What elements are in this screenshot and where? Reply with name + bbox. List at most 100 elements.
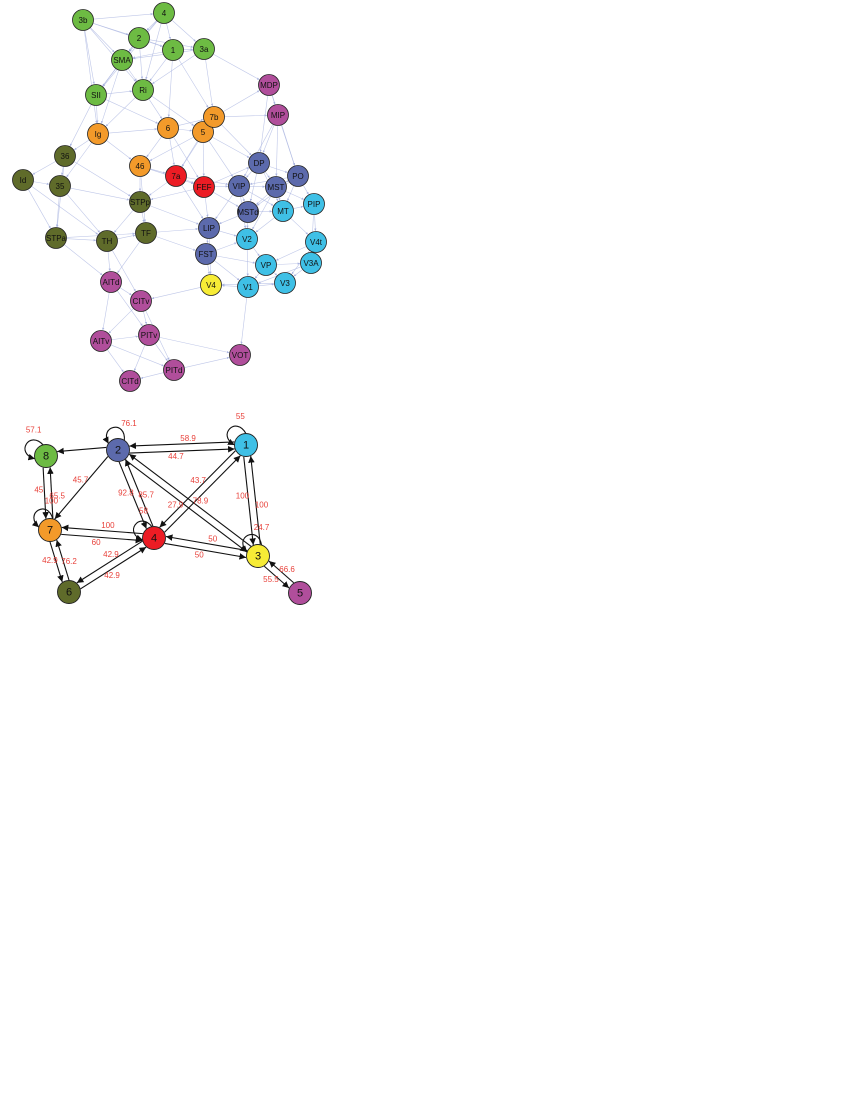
network-node-mst: MST — [265, 176, 287, 198]
network-node-ig: Ig — [87, 123, 109, 145]
network-edge — [55, 196, 60, 228]
network-edge — [245, 171, 253, 178]
network-edge — [133, 345, 146, 371]
network-node-label: 36 — [61, 152, 70, 161]
network-node-circle — [54, 145, 76, 167]
network-edge — [244, 124, 273, 177]
network-node-label: 35 — [56, 182, 65, 191]
network-edge — [146, 20, 157, 31]
network-edge — [28, 189, 51, 229]
self-loop-7 — [31, 508, 54, 528]
network-node-aitd: AITd — [100, 271, 122, 293]
module-edge-2-to-4 — [118, 461, 147, 529]
network-edge — [166, 23, 171, 40]
module-edge-3-to-5 — [263, 565, 290, 589]
network-node-circle — [305, 231, 327, 253]
network-edge — [69, 104, 92, 147]
network-node-label: PIP — [308, 200, 321, 209]
network-node-th: TH — [96, 230, 118, 252]
network-edge — [293, 269, 303, 277]
network-node-label: STPa — [46, 234, 67, 243]
edge-weight-label: 58.9 — [180, 434, 196, 443]
network-node-3b: 3b — [72, 9, 94, 31]
network-node-circle — [258, 74, 280, 96]
network-edge — [159, 337, 230, 354]
network-node-label: Id — [20, 176, 27, 185]
module-edge-2-to-8 — [57, 446, 107, 455]
edge-weight-label: 100 — [255, 501, 269, 510]
network-node-label: V3A — [303, 259, 319, 268]
network-node-1: 1 — [162, 39, 184, 61]
network-edge — [149, 41, 163, 47]
network-edge — [112, 250, 136, 292]
network-node-label: PO — [292, 172, 304, 181]
network-node-circle — [237, 201, 259, 223]
network-edge — [208, 140, 234, 178]
edge-weight-label: 27.9 — [168, 500, 184, 509]
network-node-circle — [248, 152, 270, 174]
network-edge — [216, 255, 256, 264]
network-node-sii: SII — [85, 84, 107, 106]
edge-weight-label: 78.9 — [193, 497, 209, 506]
network-edge — [216, 242, 237, 251]
network-node-stpp: STPp — [129, 191, 151, 213]
self-loop-weight-label: 24.7 — [254, 523, 270, 532]
network-node-v3a: V3A — [300, 252, 322, 274]
network-edge — [31, 186, 99, 235]
network-node-circle — [300, 252, 322, 274]
network-edge — [253, 247, 260, 257]
network-edge — [150, 189, 194, 201]
network-edge — [181, 141, 198, 167]
network-edge — [254, 273, 260, 279]
network-node-7a: 7a — [165, 165, 187, 187]
module-node-label: 8 — [43, 451, 49, 463]
network-edge — [256, 194, 268, 205]
network-edge — [169, 138, 175, 166]
network-edge — [275, 246, 307, 261]
self-loop-weight-label: 57.1 — [26, 425, 42, 434]
module-node-1: 1 — [234, 433, 258, 457]
network-edge — [255, 217, 275, 233]
module-node-circle — [38, 518, 62, 542]
network-edge — [303, 185, 309, 195]
edge-weight-label: 50 — [208, 535, 217, 544]
network-edge — [150, 168, 166, 174]
module-node-label: 2 — [115, 445, 121, 457]
network-node-circle — [203, 106, 225, 128]
module-edge-4-to-6 — [76, 540, 143, 584]
network-node-tf: TF — [135, 222, 157, 244]
network-edge — [278, 197, 281, 201]
network-edge — [285, 191, 305, 200]
network-node-circle — [100, 271, 122, 293]
network-edge — [117, 241, 140, 274]
network-node-35: 35 — [49, 175, 71, 197]
network-node-po: PO — [287, 165, 309, 187]
edge-weight-label: 65.5 — [49, 492, 65, 501]
network-node-label: SII — [91, 91, 101, 100]
self-loop-3 — [240, 534, 263, 553]
network-edge — [93, 12, 154, 20]
edge-weight-label: 60 — [92, 538, 101, 547]
network-node-circle — [192, 121, 214, 143]
network-node-circle — [163, 359, 185, 381]
network-node-circle — [255, 254, 277, 276]
network-node-fef: FEF — [193, 176, 215, 198]
module-edge-8-to-7 — [42, 467, 49, 519]
network-node-label: V4 — [206, 281, 216, 290]
network-node-circle — [12, 169, 34, 191]
network-node-pip: PIP — [303, 193, 325, 215]
network-node-4: 4 — [153, 2, 175, 24]
network-node-label: PITv — [141, 331, 157, 340]
module-node-circle — [234, 433, 258, 457]
network-edge — [265, 171, 270, 179]
self-loop-8 — [24, 439, 44, 461]
self-loop-weight-label: 58 — [139, 507, 148, 516]
network-edge — [273, 272, 278, 276]
network-node-circle — [198, 217, 220, 239]
edge-weight-label: 44.7 — [168, 452, 184, 461]
network-node-label: CITv — [133, 297, 150, 306]
module-edge-5-to-3 — [268, 560, 295, 584]
network-edge — [90, 27, 115, 53]
